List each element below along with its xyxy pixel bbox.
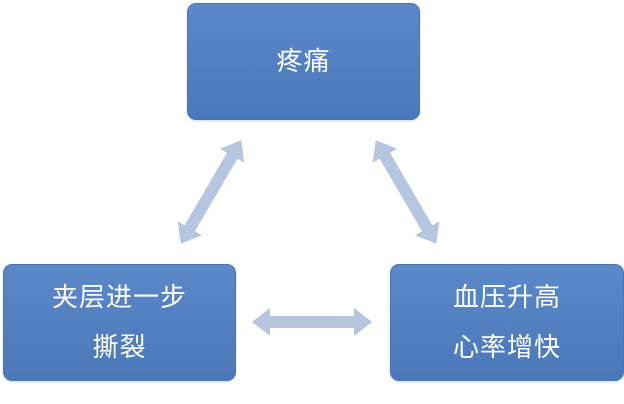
arrow-top-left [168,133,254,251]
node-dissection-tear: 夹层进一步 撕裂 [3,264,236,381]
node-dissection-tear-line-1: 夹层进一步 [51,282,187,313]
arrow-top-right [363,133,449,251]
node-dissection-tear-line-2: 撕裂 [92,332,147,363]
node-pain-label: 疼痛 [276,46,331,77]
node-pain: 疼痛 [187,3,420,120]
node-bp-hr-increase: 血压升高 心率增快 [390,264,624,381]
arrow-left-right [252,308,372,336]
node-bp-hr-increase-line-2: 心率增快 [452,332,561,363]
node-bp-hr-increase-line-1: 血压升高 [452,282,561,313]
